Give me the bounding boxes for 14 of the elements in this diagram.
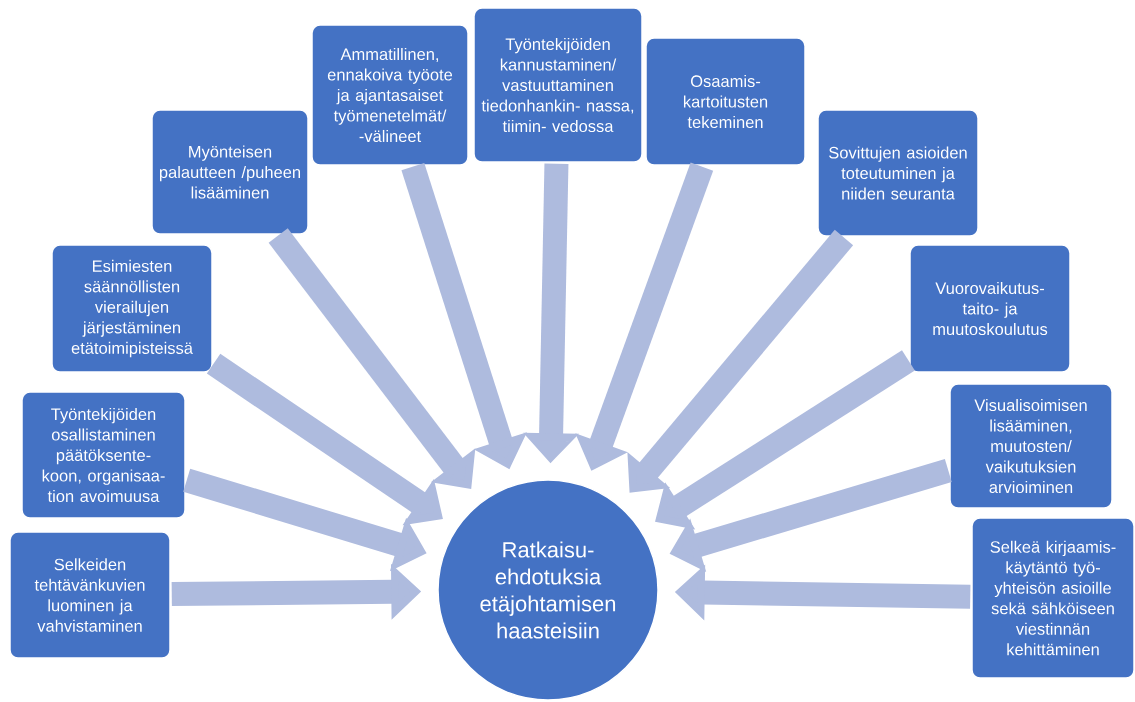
text-box: Selkeä kirjaamis- käytäntö työ- yhteisön asioille sekä sähköiseen viestinnän kehittäminen xyxy=(971,517,1135,679)
text-box: Visualisoimisen lisääminen, muutosten/ vaikutuksien arvioiminen xyxy=(949,383,1113,509)
text-box: Osaamis- kartoitusten tekeminen xyxy=(645,37,806,166)
arrow xyxy=(627,229,854,493)
arrow xyxy=(655,350,915,530)
text-box: Työntekijöiden osallistaminen päätöksente- koon, organisaa- tion avoimuusa xyxy=(21,391,186,519)
text-box: Myönteisen palautteen /puheen lisääminen xyxy=(151,109,309,235)
text-box: Selkeiden tehtävänkuvien luominen ja vahvistaminen xyxy=(9,531,171,659)
text-box: Työntekijöiden kannustaminen/ vastuuttaminen tiedonhankin- nassa, tiimin- vedossa xyxy=(473,7,643,163)
text-box: Vuorovaikutus- taito- ja muutoskoulutus xyxy=(909,244,1071,373)
text-box: Esimiesten säännöllisten vierailujen järjestäminen etätoimipisteissä xyxy=(51,244,213,373)
circle-node: Ratkaisu- ehdotuksia etäjohtamisen haasteisiin xyxy=(437,479,659,701)
text-box: Sovittujen asioiden toteutuminen ja niiden seuranta xyxy=(817,109,979,237)
text-box: Ammatillinen, ennakoiva työote ja ajantasaiset työmenetelmät/ -välineet xyxy=(311,24,469,166)
